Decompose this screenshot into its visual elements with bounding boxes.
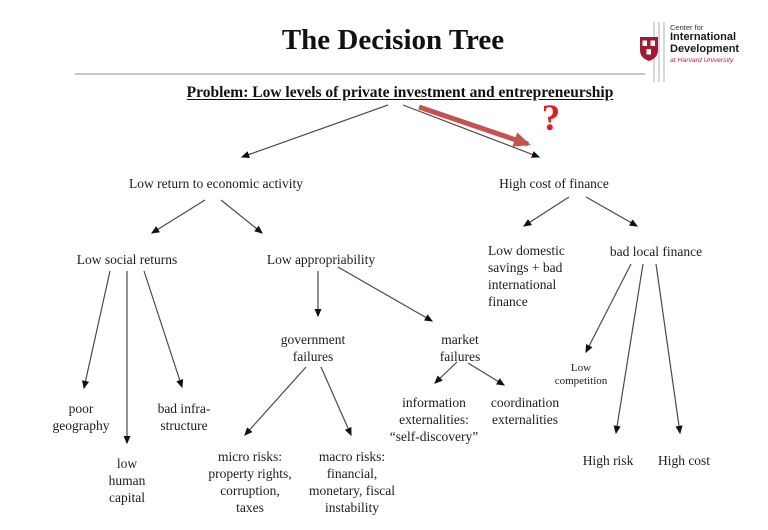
node-high-cost: High cost bbox=[657, 453, 711, 468]
node-low-return: Low return to economic activity bbox=[129, 176, 303, 191]
edge-bad-local-high-risk bbox=[613, 263, 644, 435]
edge-low-return-low-social bbox=[150, 199, 206, 234]
node-bad-infrastructure: bad infra- structure bbox=[157, 401, 211, 434]
edge-low-approp-market-failures bbox=[337, 266, 434, 322]
edge-market-failures-information bbox=[434, 361, 458, 384]
logo-tagline: at Harvard University bbox=[670, 57, 734, 65]
edge-problem-high-cost-finance bbox=[402, 104, 541, 158]
edge-bad-local-low-competition bbox=[585, 263, 632, 354]
problem-statement: Problem: Low levels of private investmen… bbox=[186, 84, 614, 101]
edge-high-cost-bad-local bbox=[585, 196, 639, 227]
edge-bad-local-high-cost bbox=[655, 263, 683, 435]
node-coordination-externalities: coordination externalities bbox=[490, 395, 560, 428]
node-micro-risks: micro risks: property rights, corruption… bbox=[208, 449, 292, 516]
edge-low-social-bad-infra bbox=[143, 270, 184, 389]
node-poor-geography: poor geography bbox=[52, 401, 110, 434]
edge-problem-low-return bbox=[240, 104, 389, 158]
node-low-competition: Low competition bbox=[554, 362, 608, 388]
logo-text: Center for International Development at … bbox=[670, 23, 740, 65]
edge-market-failures-coordination bbox=[467, 362, 506, 386]
highlight-arrow-red bbox=[418, 104, 531, 147]
logo-line-development: Development bbox=[670, 42, 740, 55]
node-market-failures: market failures bbox=[439, 332, 481, 365]
node-bad-local-finance: bad local finance bbox=[609, 244, 703, 259]
edge-gov-failures-macro-risks bbox=[320, 366, 352, 437]
logo-line-center-for: Center for bbox=[670, 23, 704, 32]
edge-high-cost-low-domestic bbox=[522, 196, 570, 227]
node-low-human-capital: low human capital bbox=[108, 456, 146, 506]
node-low-social-returns: Low social returns bbox=[76, 252, 178, 267]
cid-harvard-logo: Center for International Development at … bbox=[636, 16, 764, 86]
node-information-externalities: information externalities: “self-discove… bbox=[389, 395, 479, 445]
node-low-appropriability: Low appropriability bbox=[266, 252, 376, 267]
node-government-failures: government failures bbox=[280, 332, 346, 365]
question-mark-annotation: ? bbox=[541, 98, 561, 139]
logo-line-international: International bbox=[670, 31, 737, 44]
header-divider bbox=[75, 73, 645, 75]
harvard-shield-icon bbox=[639, 36, 659, 67]
page-title: The Decision Tree bbox=[281, 24, 505, 56]
node-macro-risks: macro risks: financial, monetary, fiscal… bbox=[308, 449, 396, 516]
node-high-cost-finance: High cost of finance bbox=[499, 176, 609, 191]
node-high-risk: High risk bbox=[582, 453, 634, 468]
edge-low-social-poor-geography bbox=[82, 270, 111, 390]
node-low-domestic-savings: Low domestic savings + bad international… bbox=[488, 243, 565, 310]
edge-low-return-low-approp bbox=[220, 199, 263, 234]
edge-gov-failures-micro-risks bbox=[244, 366, 307, 436]
